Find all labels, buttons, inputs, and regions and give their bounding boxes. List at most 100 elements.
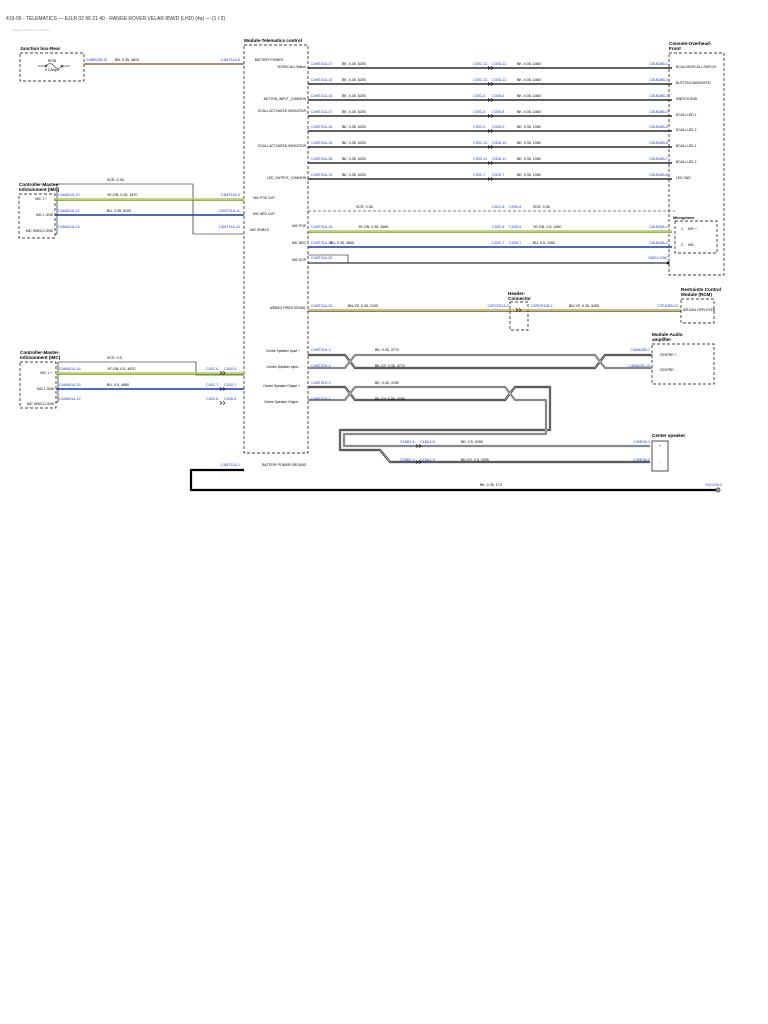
imc-pin-label: MIC SHIELD GND	[27, 402, 55, 406]
wire-imc-shield	[55, 183, 244, 235]
audio-amp-title: Module-Audio	[652, 332, 683, 337]
connector-pin-label: C8LN28A-1	[649, 225, 668, 229]
wire-spec-label: BK, 0.35, 6200	[342, 157, 366, 161]
telematics-pin-label: MIC POS	[292, 224, 307, 228]
connector-pin-label: C4MT31H-4	[311, 364, 331, 368]
microphone-pin-number: 1	[681, 227, 683, 231]
audio-amp-title: amplifier	[652, 337, 671, 342]
telematics-pin-label: MIC NEG	[292, 241, 307, 245]
connector-pin-label: C2P11RB-34	[657, 304, 678, 308]
connector-pin-label: C30D-8	[492, 110, 504, 114]
inline-connector-symbol	[487, 114, 494, 118]
wire-spec-label: BK, 0.35, 6200	[342, 78, 366, 82]
wire-spec-label: YE-GN, 0.35, 1870	[107, 193, 137, 197]
connector-pin-label: C4MT31H-3	[311, 381, 331, 385]
junction-box-box	[19, 52, 85, 82]
telematics-pin-label: BUTTON_INPUT_COMMON	[264, 97, 307, 101]
inline-connector-symbol	[487, 161, 494, 165]
wire-spec-label: BK, 0.35, 4780	[375, 381, 399, 385]
wire-speaker-out-pos-core	[308, 386, 650, 463]
wire-spec-label: BU, 0.35, 4665	[330, 241, 354, 245]
inline-connector-symbol	[487, 82, 494, 86]
wire-imc-bottom-shield	[56, 361, 244, 403]
connector-pin-label: C30C-6	[473, 94, 485, 98]
connector-pin-label: C30C-10	[473, 141, 487, 145]
wire-spec-label: BK, 0.35, 1060	[517, 173, 541, 177]
console-pin-label: LED GND	[676, 176, 691, 180]
imc-pin-label: MIC SHIELD GND	[26, 229, 54, 233]
connector-pin-label: C4MT31A-11	[219, 209, 240, 213]
connector-pin-label: C4BR02B-15	[86, 58, 107, 62]
console-pin-label: BCALL LED 2	[676, 160, 697, 164]
fuse-rating: 5.0 Amps	[45, 68, 59, 72]
console-pin-label: SWITCH GND	[676, 97, 698, 101]
inline-connector-symbol	[219, 401, 226, 405]
connector-pin-label: C1BA1-8	[420, 440, 435, 444]
connector-pin-label: C30C-7	[473, 173, 485, 177]
console-overhead-title: Front	[669, 46, 681, 51]
wire-spec-label: BK, 0.35, 6200	[342, 173, 366, 177]
rcm-title: Restraints Control	[681, 287, 721, 292]
connector-pin-label: C8LN28B-2	[649, 78, 668, 82]
connector-pin-label: C4MT31A-9	[221, 193, 240, 197]
connector-pin-label: C4MT31H-2	[311, 348, 331, 352]
imc-title: Infotainment (IMC)	[20, 355, 61, 360]
connector-pin-label: C4MT31A-1	[221, 463, 240, 467]
wire-spec-label: BK, 0.5, 2095	[461, 440, 483, 444]
telematics-pin-label: MIC POS OUT	[253, 196, 275, 200]
wire-spec-label: YE-GN, 0.35, 4665	[358, 225, 388, 229]
telematics-pin-label: Centre Speaker Input -	[267, 365, 300, 369]
connector-pin-label: C40D-8	[224, 397, 236, 401]
connector-pin-label: C6PCR11B-2	[531, 304, 553, 308]
wire-spec-label: BU, 0.35, 6200	[107, 209, 131, 213]
console-pin-label: BCALL/SOSCALL SWITCH	[676, 65, 717, 69]
junction-box-title: Junction box-Rear	[20, 46, 61, 51]
wire-spec-label: BK, 0.35, 6200	[342, 110, 366, 114]
imc-bottom-box	[19, 361, 57, 409]
connector-pin-label: C1BB1-9	[400, 458, 415, 462]
wire-spec-label: BK, 0.35, 6200	[342, 141, 366, 145]
connector-pin-label: C30C-13	[473, 78, 487, 82]
connector-pin-label: C30D-6	[492, 94, 504, 98]
connector-pin-label: C40D-6	[224, 367, 236, 371]
connector-pin-label: C40C-6	[492, 225, 504, 229]
speaker-pin-label: +	[659, 444, 661, 448]
connector-pin-label: C30D-13	[492, 78, 506, 82]
connector-pin-label: C40D-8	[509, 205, 521, 209]
inline-connector-symbol	[487, 129, 494, 133]
wire-speaker-in-pos-core	[308, 354, 652, 369]
connector-pin-label: C40C-7	[492, 241, 504, 245]
connector-pin-label: C4MT31A-16	[311, 94, 332, 98]
diagram-copyright: Jaguar Land Rover Ltd 2017	[12, 28, 51, 32]
fuse-label: RF28	[48, 59, 56, 63]
connector-pin-label: C4MA01A-12	[59, 397, 81, 401]
connector-pin-label: C4MT31A-26	[311, 125, 332, 129]
connector-pin-label: C4MT31A-27	[311, 110, 332, 114]
telematics-module-box	[243, 44, 309, 454]
inline-connector-symbol	[219, 371, 226, 375]
telematics-pin-label: MIC NEG OUT	[253, 212, 275, 216]
telematics-pin-label: LED_OUTPUT_COMMON	[267, 176, 307, 180]
connector-pin-label: C8LN28B-1	[649, 62, 668, 66]
telematics-pin-label: Centre Speaker Output +	[263, 384, 300, 388]
inline-connector-symbol	[415, 460, 422, 464]
connector-pin-label: C4MT31A-10	[219, 225, 240, 229]
header-connector-title: Connector	[508, 296, 531, 301]
wire-spec-label: BK, 0.35, 173	[480, 483, 502, 487]
telematics-pin-label: BATTERY POWER GROUND	[262, 463, 306, 467]
telematics-pin-label: Centre Speaker Input +	[266, 349, 300, 353]
header-connector-box	[509, 301, 529, 331]
center-speaker-box	[651, 440, 669, 472]
imc-pin-label: MIC 1 GND	[36, 213, 54, 217]
wire-spec-label: YE-GN, 0.5, 1060	[533, 225, 561, 229]
ground-point-symbol	[717, 489, 719, 491]
telematics-pin-label: Centre Speaker Output -	[264, 400, 300, 404]
header-connector-title: Header-	[508, 291, 526, 296]
microphone-pin-label: MIC +	[688, 227, 697, 231]
connector-pin-label: C4MA02B-15	[628, 364, 650, 368]
console-pin-label: BUTTON DIAGNOSTIC	[676, 81, 712, 85]
inline-connector-symbol	[487, 177, 494, 181]
connector-pin-label: C30C-12	[473, 62, 487, 66]
telematics-pin-label: SOS/ECALL Button	[277, 65, 306, 69]
